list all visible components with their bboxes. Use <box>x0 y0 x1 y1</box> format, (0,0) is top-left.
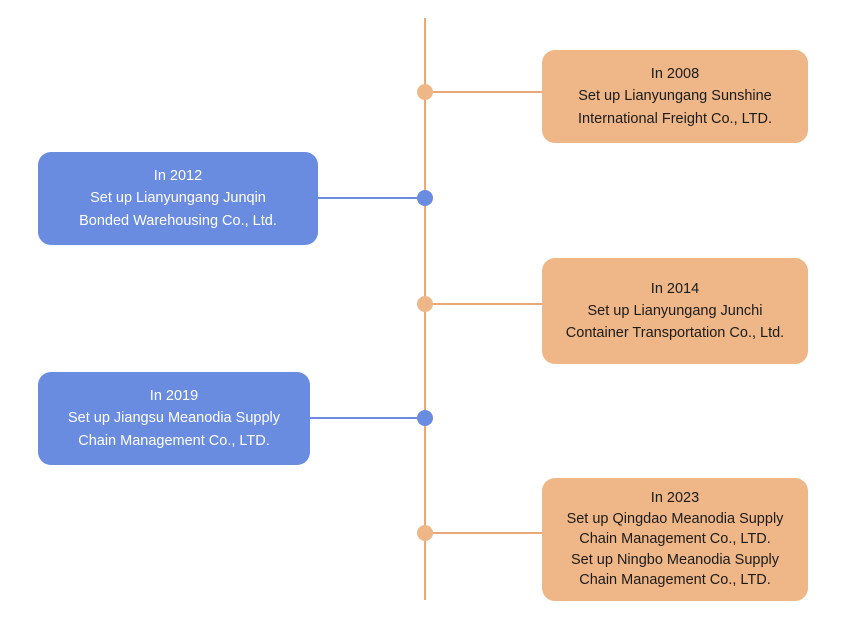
connector-2008 <box>425 91 542 93</box>
event-text-line: Set up Ningbo Meanodia Supply <box>571 551 779 568</box>
event-card-2019[interactable]: In 2019 Set up Jiangsu Meanodia Supply C… <box>38 372 310 465</box>
event-year-2014: In 2014 <box>650 280 700 297</box>
event-year-2023: In 2023 <box>650 490 700 507</box>
event-text-line: International Freight Co., LTD. <box>578 110 772 127</box>
connector-2014 <box>425 303 542 305</box>
event-year-2008: In 2008 <box>650 66 700 83</box>
event-text-line: Set up Lianyungang Sunshine <box>578 88 772 105</box>
event-card-2012[interactable]: In 2012 Set up Lianyungang Junqin Bonded… <box>38 152 318 245</box>
event-text-line: Chain Management Co., LTD. <box>579 531 771 548</box>
connector-2019 <box>305 417 425 419</box>
timeline-dot-2019[interactable] <box>417 410 433 426</box>
connector-2023 <box>425 532 542 534</box>
timeline-dot-2023[interactable] <box>417 525 433 541</box>
event-text-line: Chain Management Co., LTD. <box>579 572 771 589</box>
event-card-2014[interactable]: In 2014 Set up Lianyungang Junchi Contai… <box>542 258 808 364</box>
event-text-line: Set up Lianyungang Junqin <box>90 190 266 207</box>
event-text-line: Container Transportation Co., Ltd. <box>565 325 785 342</box>
event-text-line: Set up Lianyungang Junchi <box>587 302 763 319</box>
event-year-2012: In 2012 <box>153 168 203 185</box>
event-year-2019: In 2019 <box>149 388 199 405</box>
timeline-dot-2008[interactable] <box>417 84 433 100</box>
event-card-2008[interactable]: In 2008 Set up Lianyungang Sunshine Inte… <box>542 50 808 143</box>
event-text-line: Set up Jiangsu Meanodia Supply <box>67 410 280 427</box>
connector-2012 <box>310 197 425 199</box>
event-card-2023[interactable]: In 2023 Set up Qingdao Meanodia Supply C… <box>542 478 808 601</box>
event-text-line: Chain Management Co., LTD. <box>78 432 270 449</box>
timeline-dot-2014[interactable] <box>417 296 433 312</box>
event-text-line: Bonded Warehousing Co., Ltd. <box>79 212 277 229</box>
timeline-dot-2012[interactable] <box>417 190 433 206</box>
event-text-line: Set up Qingdao Meanodia Supply <box>566 510 784 527</box>
